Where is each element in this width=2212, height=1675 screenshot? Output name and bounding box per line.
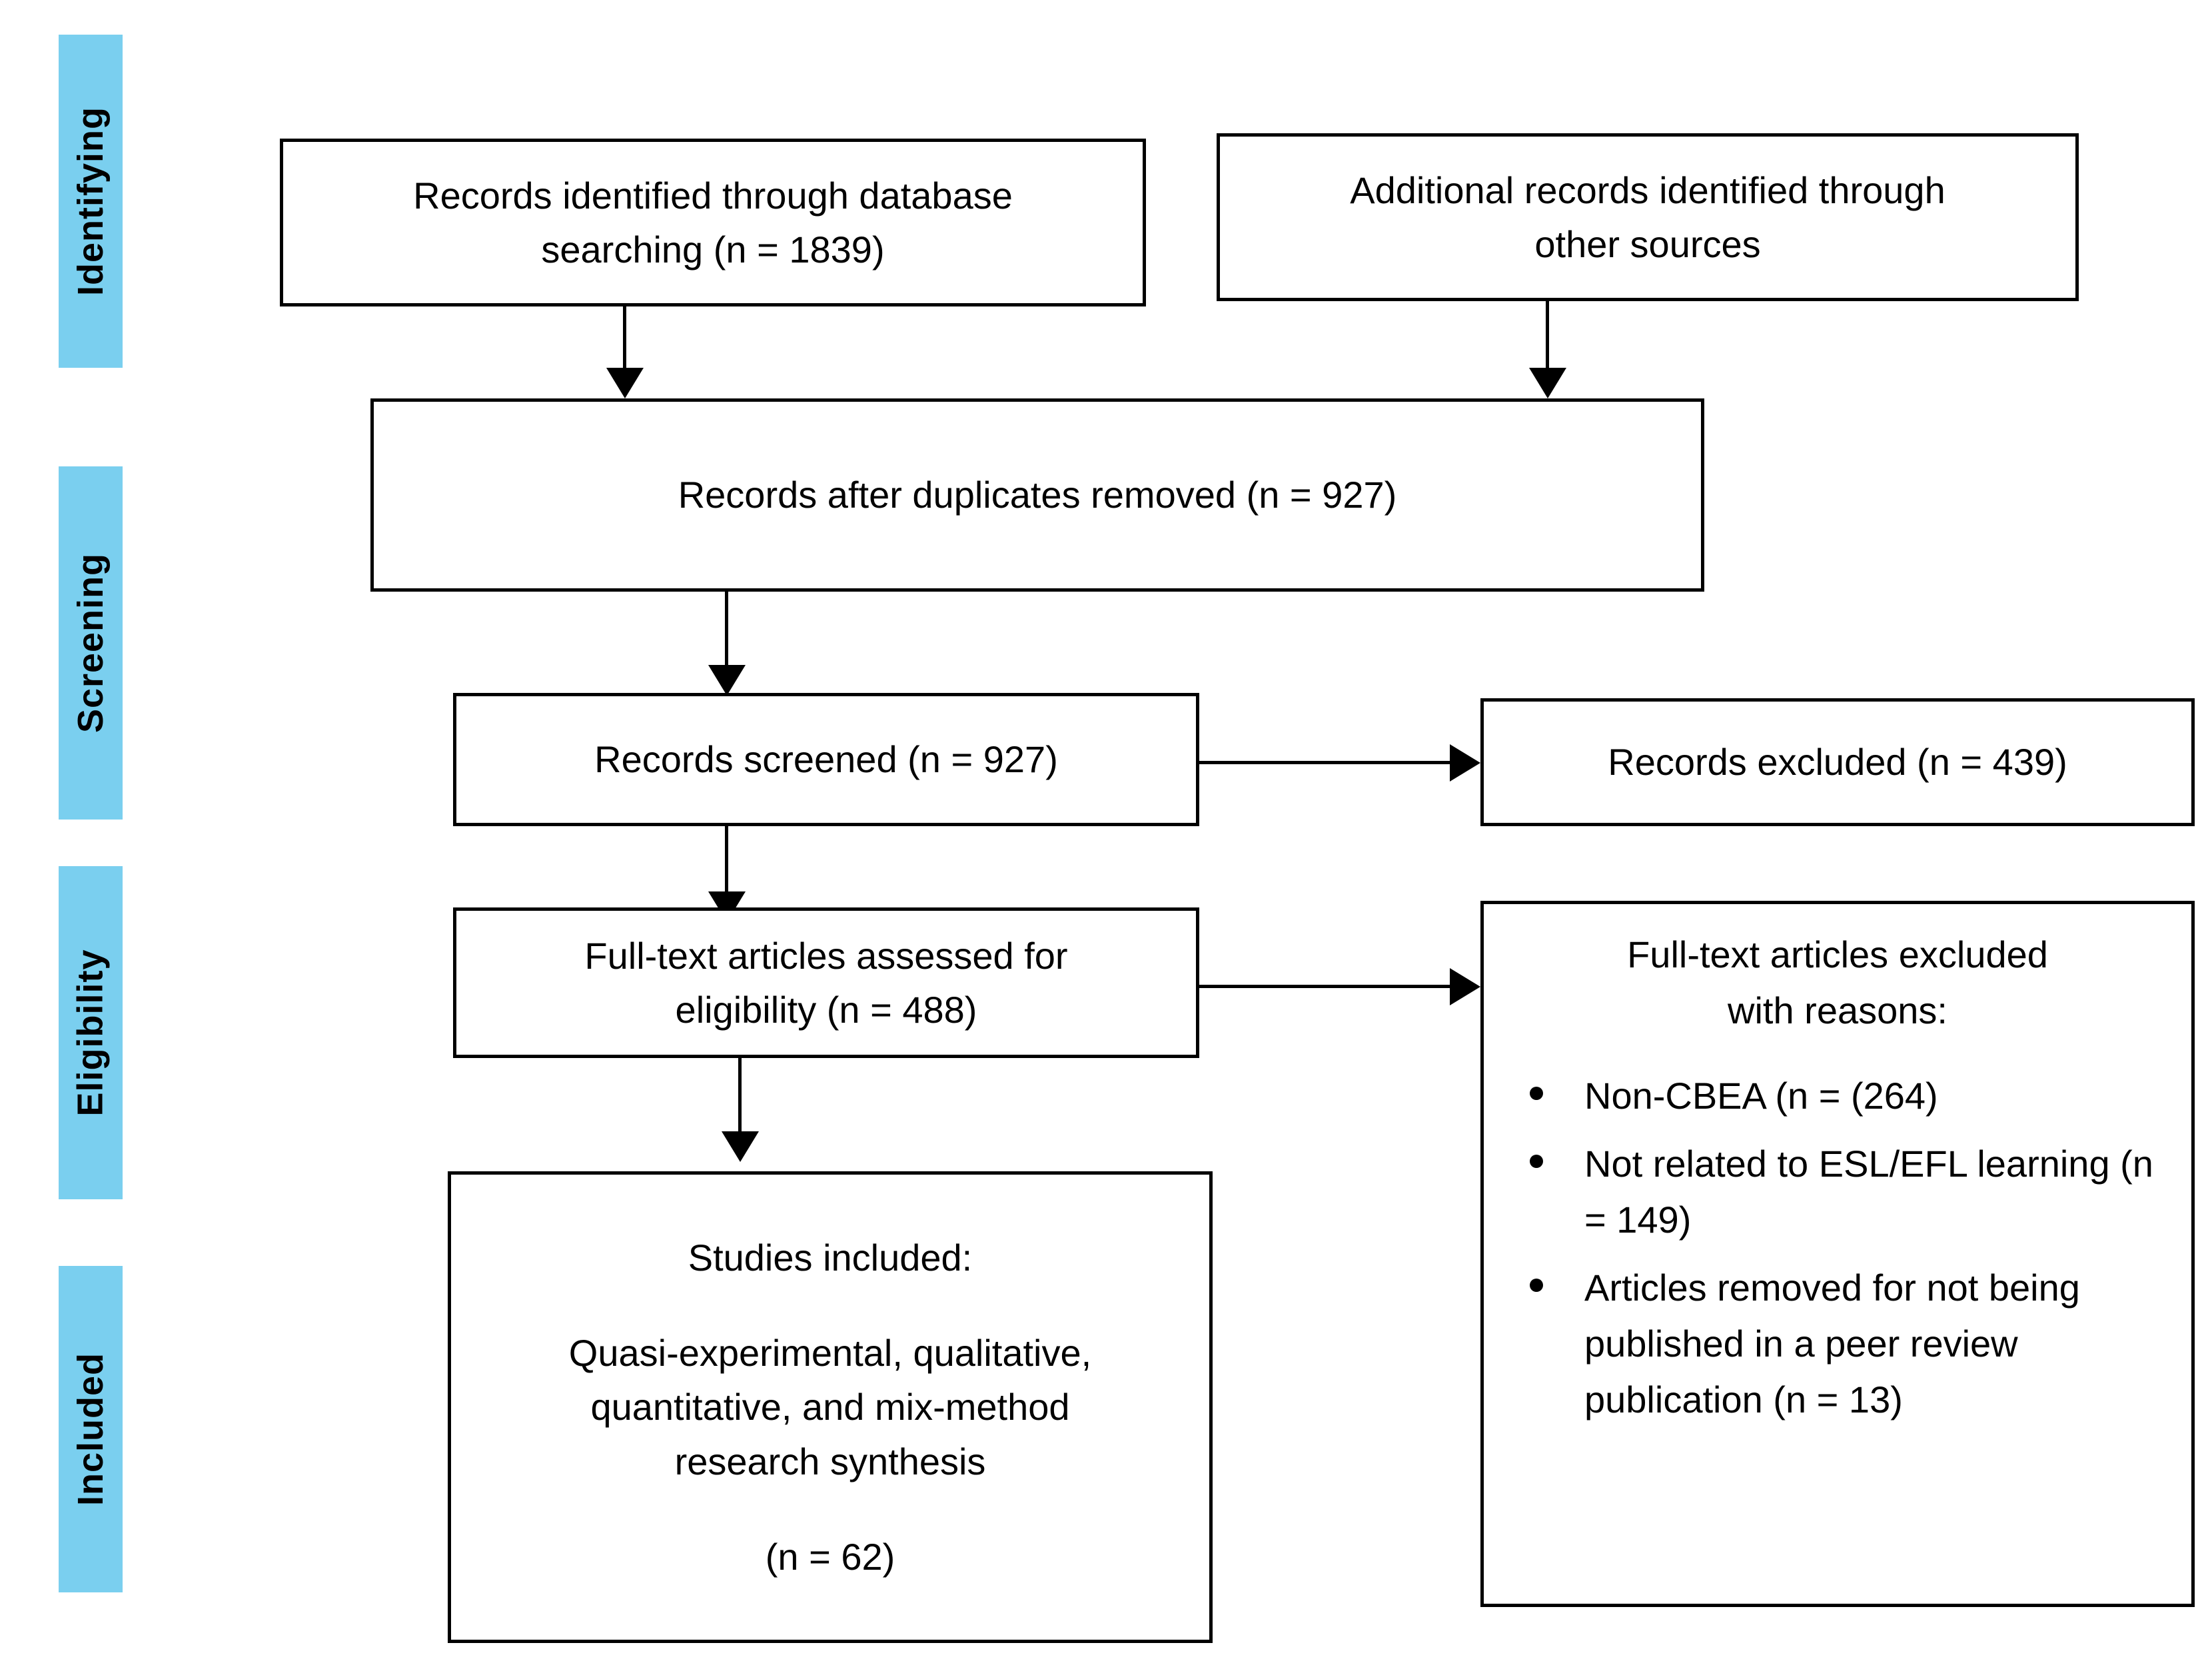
connector-database-to-duplicates-line xyxy=(623,306,626,370)
stage-label-screening: Screening xyxy=(71,552,111,734)
list-item: Non-CBEA (n = (264) xyxy=(1510,1068,2185,1124)
bullet-icon xyxy=(1530,1279,1543,1292)
node-line: searching (n = 1839) xyxy=(541,229,885,271)
node-studies-included: Studies included: Quasi-experimental, qu… xyxy=(448,1171,1213,1643)
connector-fulltext-to-excluded-line xyxy=(1199,985,1452,988)
stage-label-eligibility: Eligibility xyxy=(71,949,111,1117)
node-records-screened: Records screened (n = 927) xyxy=(453,693,1199,826)
node-line: (n = 62) xyxy=(765,1535,895,1578)
connector-duplicates-to-screened-line xyxy=(725,592,728,668)
node-line: eligibility (n = 488) xyxy=(675,989,977,1031)
exclusion-reason-list: Non-CBEA (n = (264) Not related to ESL/E… xyxy=(1490,1068,2185,1440)
node-fulltext-articles-excluded-with-reasons: Full-text articles excluded with reasons… xyxy=(1480,901,2195,1607)
connector-database-to-duplicates-arrow xyxy=(606,368,644,398)
reason-text: Non-CBEA (n = (264) xyxy=(1584,1075,1938,1117)
node-line: Records screened (n = 927) xyxy=(594,738,1058,781)
stage-chip-screening: Screening xyxy=(59,466,123,820)
bullet-icon xyxy=(1530,1087,1543,1100)
reasons-title-line: Full-text articles excluded xyxy=(1627,933,2048,975)
list-item: Not related to ESL/EFL learning (n = 149… xyxy=(1510,1136,2185,1248)
reason-text: Not related to ESL/EFL learning (n = 149… xyxy=(1584,1143,2153,1241)
list-item: Articles removed for not being published… xyxy=(1510,1260,2185,1428)
stage-chip-identifying: Identifying xyxy=(59,35,123,368)
node-line: research synthesis xyxy=(674,1440,986,1482)
connector-fulltext-to-included-line xyxy=(738,1058,742,1134)
connector-duplicates-to-screened-arrow xyxy=(708,665,746,696)
connector-other-to-duplicates-arrow xyxy=(1529,368,1566,398)
node-records-excluded: Records excluded (n = 439) xyxy=(1480,698,2195,826)
connector-screened-to-fulltext-line xyxy=(725,826,728,894)
node-line: Full-text articles assessed for xyxy=(584,934,1068,977)
connector-fulltext-to-included-arrow xyxy=(722,1131,759,1162)
bullet-icon xyxy=(1530,1155,1543,1168)
reasons-title-line: with reasons: xyxy=(1728,989,1947,1031)
node-records-after-duplicates-removed: Records after duplicates removed (n = 92… xyxy=(370,398,1704,592)
node-additional-records-other-sources: Additional records identified through ot… xyxy=(1217,133,2079,301)
node-line: Records identified through database xyxy=(413,174,1013,217)
node-line: Records excluded (n = 439) xyxy=(1608,741,2067,784)
connector-screened-to-excluded-arrow xyxy=(1450,744,1480,782)
stage-chip-eligibility: Eligibility xyxy=(59,866,123,1199)
connector-fulltext-to-excluded-arrow xyxy=(1450,968,1480,1005)
node-records-identified-database: Records identified through database sear… xyxy=(280,139,1146,306)
node-line: quantitative, and mix-method xyxy=(590,1386,1070,1428)
reason-text: Articles removed for not being published… xyxy=(1584,1267,2080,1420)
reasons-title: Full-text articles excluded with reasons… xyxy=(1500,927,2175,1039)
node-line: Quasi-experimental, qualitative, xyxy=(568,1332,1092,1375)
node-line: Records after duplicates removed (n = 92… xyxy=(678,474,1397,516)
node-fulltext-articles-assessed: Full-text articles assessed for eligibil… xyxy=(453,907,1199,1058)
stage-label-included: Included xyxy=(71,1352,111,1506)
stage-chip-included: Included xyxy=(59,1266,123,1592)
node-line: Additional records identified through xyxy=(1350,169,1945,211)
node-line: other sources xyxy=(1534,223,1761,265)
connector-screened-to-excluded-line xyxy=(1199,761,1452,764)
stage-label-identifying: Identifying xyxy=(71,107,111,296)
node-line: Studies included: xyxy=(688,1237,973,1279)
connector-other-to-duplicates-line xyxy=(1546,301,1549,370)
